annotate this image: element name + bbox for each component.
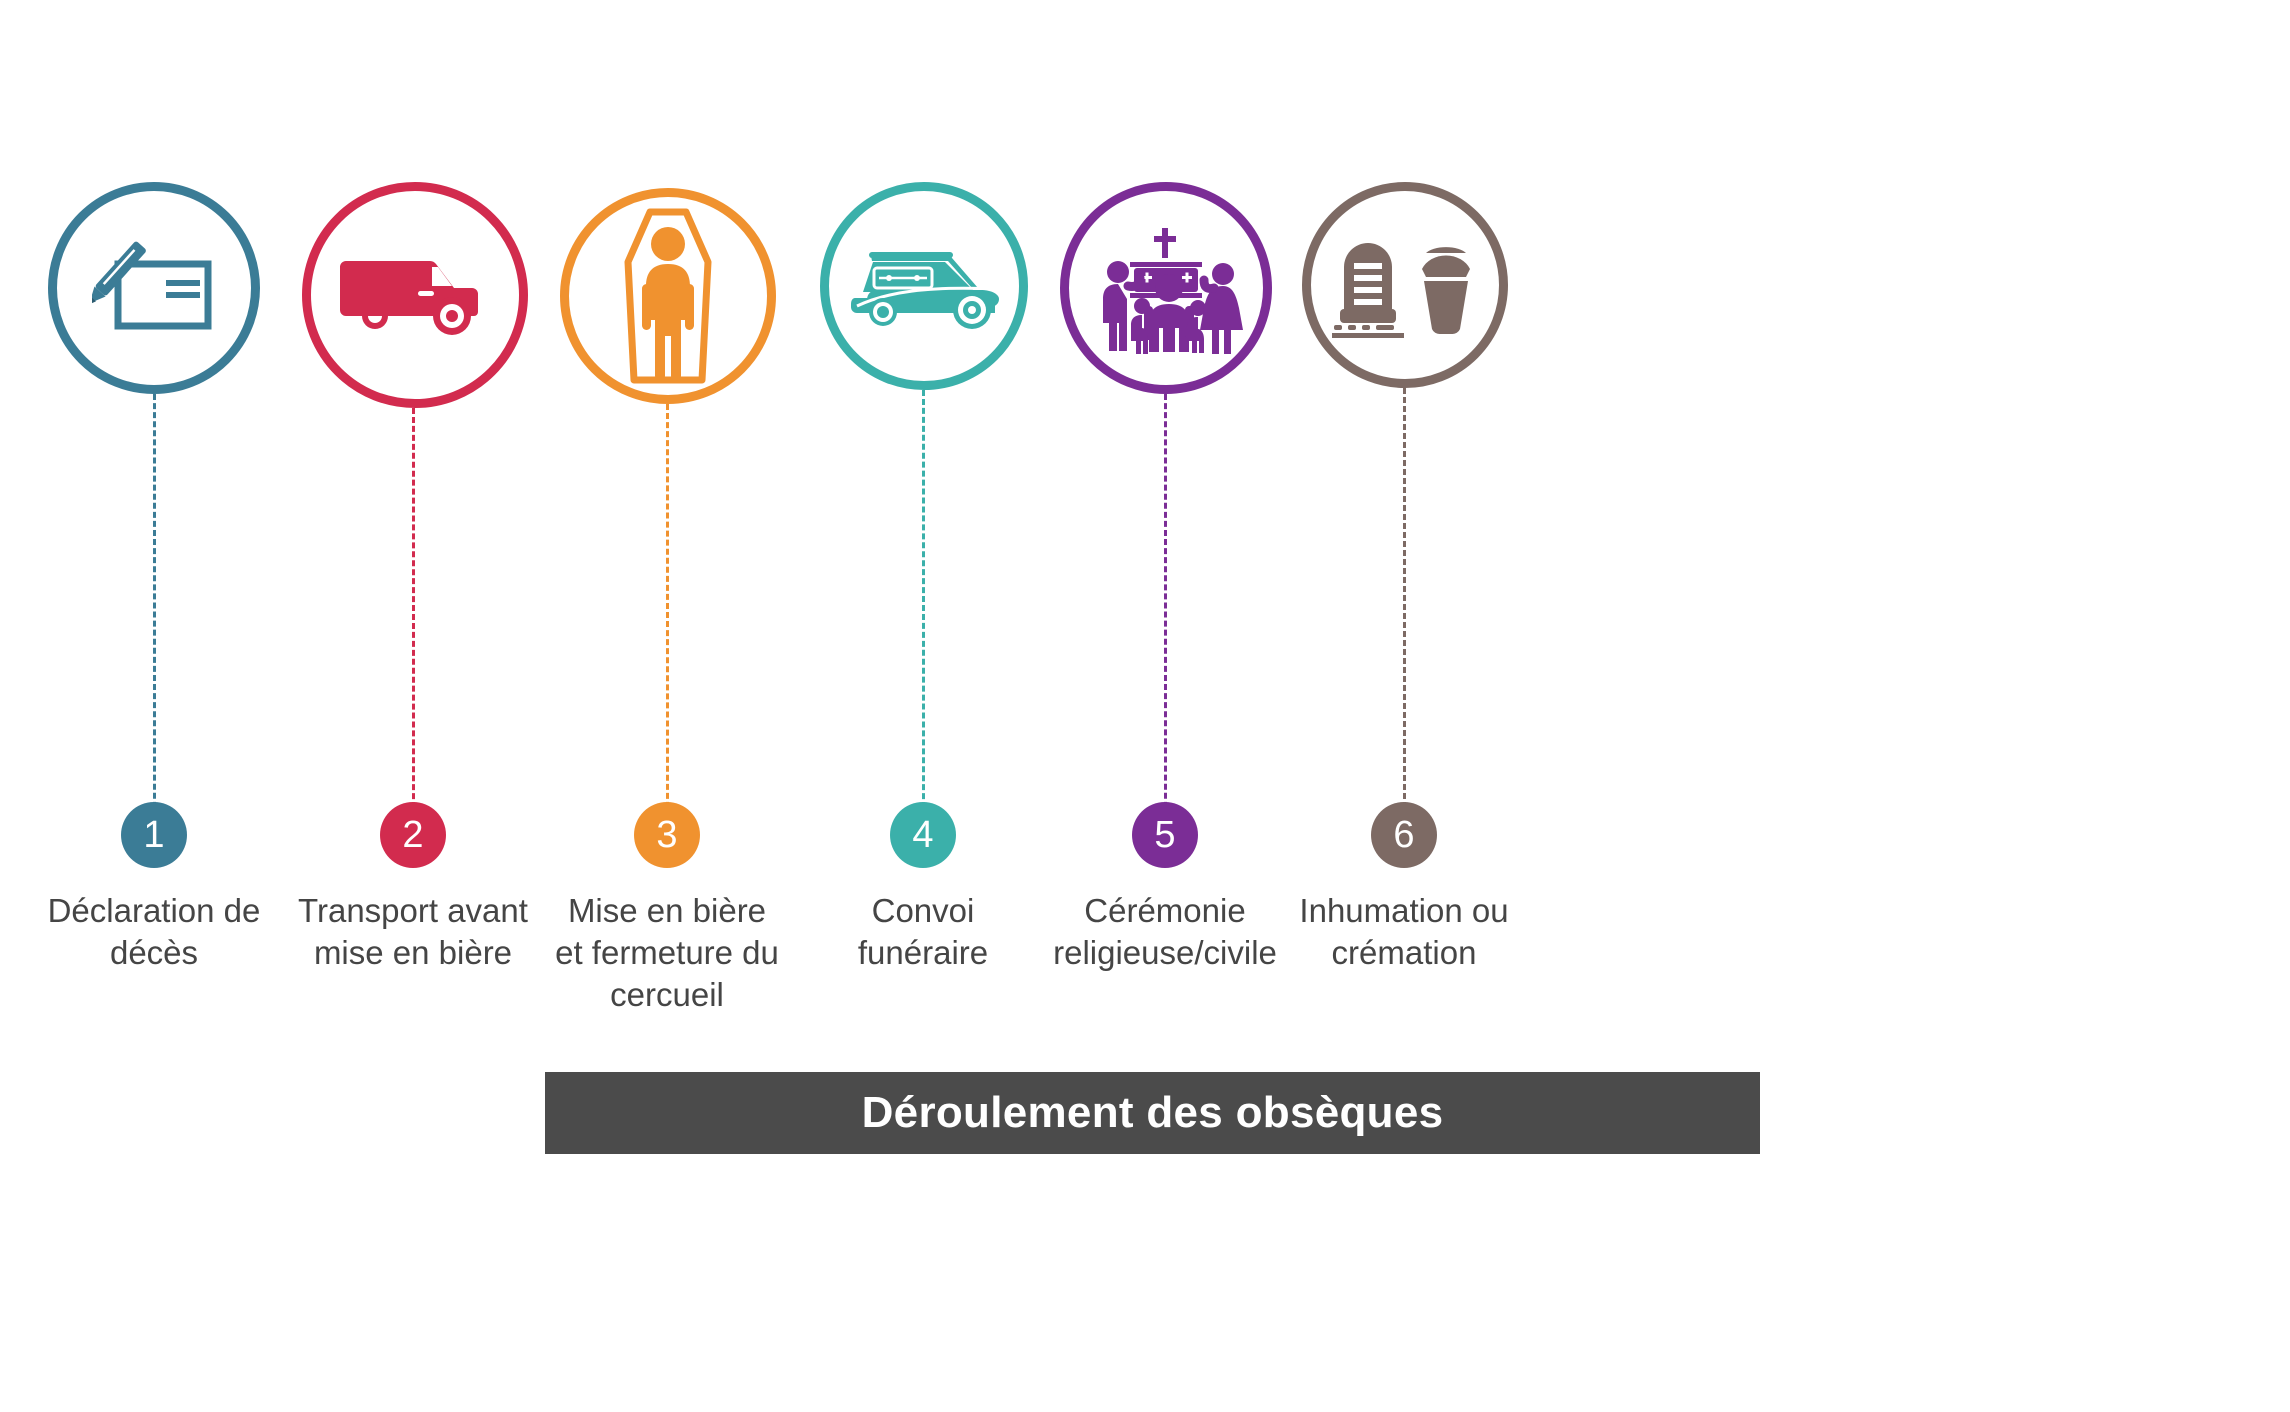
step-icon-circle-4[interactable] xyxy=(820,182,1028,390)
hearse-car-icon xyxy=(847,240,1001,332)
connector-1 xyxy=(153,394,156,826)
step-label-5: Cérémonie religieuse/civile xyxy=(1053,892,1277,972)
step-marker-2[interactable]: 2 xyxy=(380,802,446,868)
step-marker-3[interactable]: 3 xyxy=(634,802,700,868)
step-icon-circle-1[interactable] xyxy=(48,182,260,394)
step-label-3: Mise en bière et fermeture du cercueil xyxy=(555,892,779,1014)
step-marker-5[interactable]: 5 xyxy=(1132,802,1198,868)
step-number-1: 1 xyxy=(143,814,165,856)
headstone-urn-icon xyxy=(1330,225,1480,345)
step-number-5: 5 xyxy=(1154,814,1176,856)
step-marker-6[interactable]: 6 xyxy=(1371,802,1437,868)
step-label-4: Convoi funéraire xyxy=(857,892,989,972)
step-icon-circle-2[interactable] xyxy=(302,182,528,408)
step-number-2: 2 xyxy=(402,814,424,856)
document-pencil-icon xyxy=(92,236,216,340)
connector-5 xyxy=(1164,394,1167,826)
step-number-6: 6 xyxy=(1393,814,1415,856)
step-label-6: Inhumation ou crémation xyxy=(1299,892,1509,972)
mourners-coffin-cross-icon xyxy=(1088,222,1244,354)
van-truck-icon xyxy=(340,247,490,343)
step-icon-circle-6[interactable] xyxy=(1302,182,1508,388)
title-banner: Déroulement des obsèques xyxy=(545,1072,1760,1154)
step-icon-circle-5[interactable] xyxy=(1060,182,1272,394)
step-marker-1[interactable]: 1 xyxy=(121,802,187,868)
page-title: Déroulement des obsèques xyxy=(861,1088,1444,1137)
step-marker-4[interactable]: 4 xyxy=(890,802,956,868)
coffin-person-icon xyxy=(616,206,720,386)
step-label-2: Transport avant mise en bière xyxy=(298,892,528,972)
step-icon-circle-3[interactable] xyxy=(560,188,776,404)
step-number-4: 4 xyxy=(912,814,934,856)
connector-6 xyxy=(1403,388,1406,826)
connector-3 xyxy=(666,404,669,826)
connector-4 xyxy=(922,390,925,826)
connector-2 xyxy=(412,408,415,826)
step-label-1: Déclaration de décès xyxy=(47,892,261,972)
step-number-3: 3 xyxy=(656,814,678,856)
